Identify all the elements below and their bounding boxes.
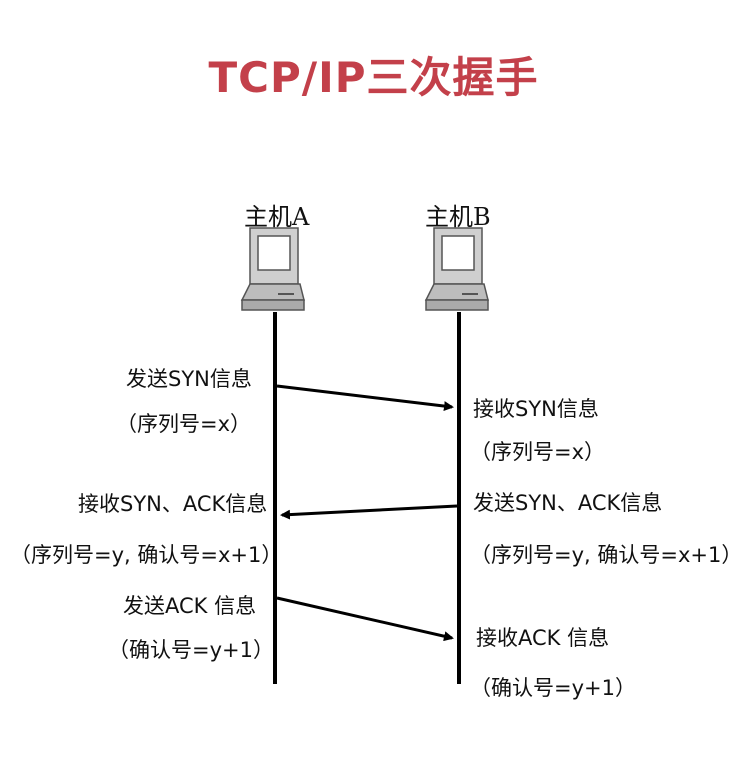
computer-icon <box>424 227 489 311</box>
step2-a-line1: 接收SYN、ACK信息 <box>78 492 268 516</box>
step1-a-line2: （序列号=x） <box>116 412 252 436</box>
step1-b-line1: 接收SYN信息 <box>473 397 599 421</box>
syn-arrow <box>276 384 454 412</box>
step3-a-line1: 发送ACK 信息 <box>123 594 257 618</box>
host-a-label: 主机A <box>244 203 310 231</box>
step1-a-line1: 发送SYN信息 <box>126 367 252 391</box>
step2-b-line2: （序列号=y, 确认号=x+1） <box>470 543 743 567</box>
syn-ack-arrow <box>280 504 458 520</box>
diagram-title: TCP/IP三次握手 <box>208 53 539 102</box>
step2-b-line1: 发送SYN、ACK信息 <box>473 491 663 515</box>
step2-a-line2: （序列号=y, 确认号=x+1） <box>10 543 283 567</box>
step3-b-line2: （确认号=y+1） <box>470 676 636 700</box>
ack-arrow <box>276 596 454 642</box>
step3-b-line1: 接收ACK 信息 <box>476 626 610 650</box>
computer-icon <box>240 227 305 311</box>
step3-a-line2: （确认号=y+1） <box>108 638 274 662</box>
host-b-label: 主机B <box>425 203 491 231</box>
step1-b-line2: （序列号=x） <box>470 440 606 464</box>
